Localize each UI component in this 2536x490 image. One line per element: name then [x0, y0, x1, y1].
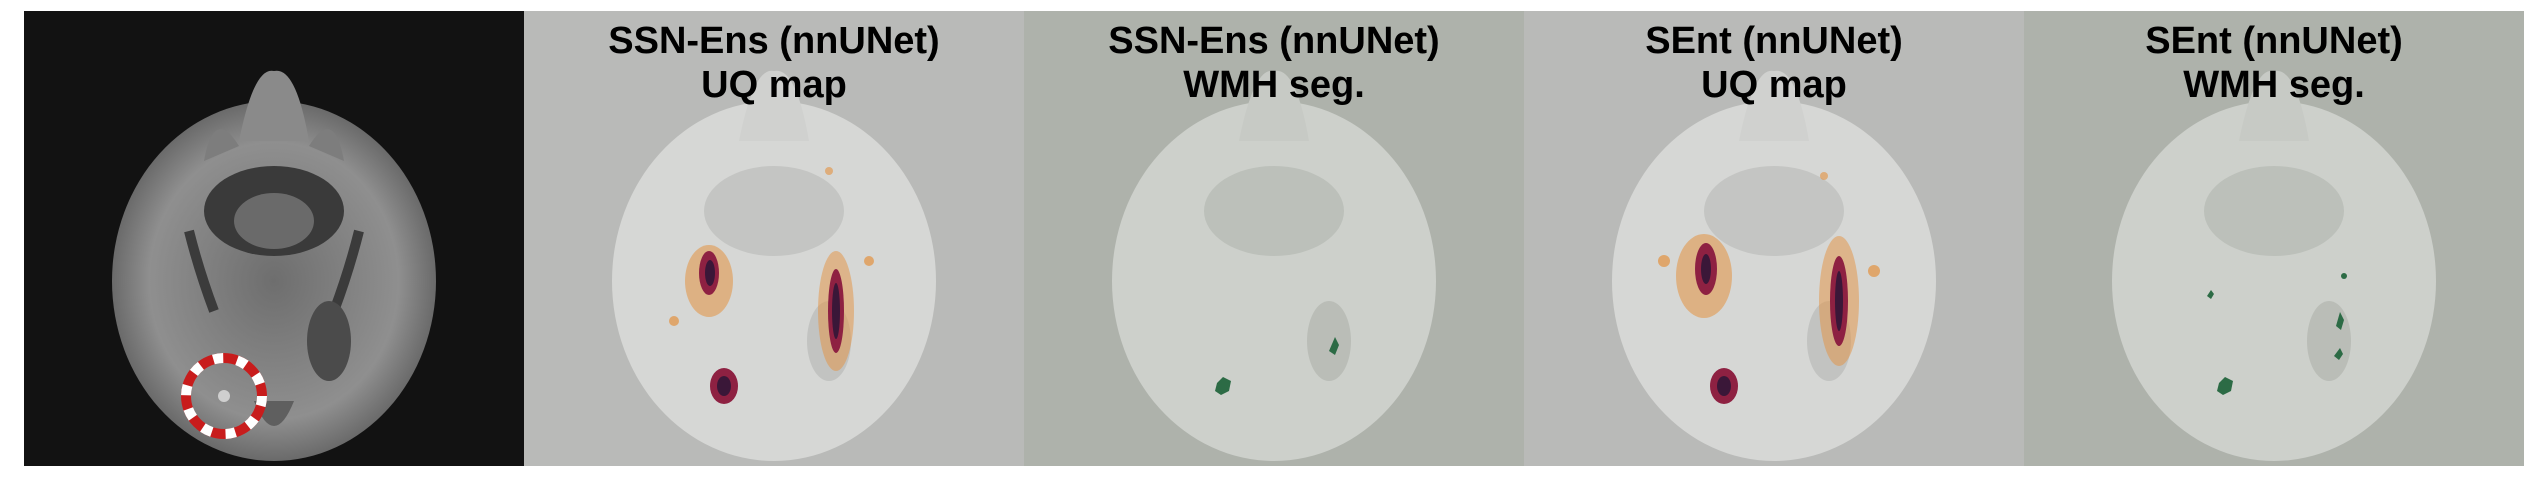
ssn-seg-panel: SSN-Ens (nnUNet) WMH seg. — [1024, 11, 1524, 466]
brain-tissue — [1112, 101, 1436, 461]
ssn-uq-panel: SSN-Ens (nnUNet) UQ map — [524, 11, 1024, 466]
panel-title: SSN-Ens (nnUNet) UQ map — [608, 20, 940, 106]
flair-brain-image — [112, 70, 436, 461]
uncertainty-overlay — [1658, 172, 1880, 404]
panel-title: SEnt (nnUNet) WMH seg. — [2145, 20, 2403, 106]
sent-uq-brain-image — [1612, 70, 1936, 461]
ssn-uq-brain-image — [612, 70, 936, 461]
uncertainty-overlay — [669, 167, 874, 404]
flair-panel — [24, 11, 524, 466]
ventricle — [307, 301, 351, 381]
wmh-segmentation-overlay — [1215, 337, 1339, 395]
sent-seg-brain-image — [2112, 70, 2436, 461]
sent-uq-panel: SEnt (nnUNet) UQ map — [1524, 11, 2024, 466]
panel-title: SSN-Ens (nnUNet) WMH seg. — [1108, 20, 1440, 106]
brain-tissue — [2112, 101, 2436, 461]
frontal-lobe — [239, 70, 309, 141]
brain-tissue — [1612, 101, 1936, 461]
sent-seg-panel: SEnt (nnUNet) WMH seg. — [2024, 11, 2524, 466]
ssn-seg-brain-image — [1112, 70, 1436, 461]
wmh-segmentation-overlay — [2207, 273, 2347, 395]
panel-title: SEnt (nnUNet) UQ map — [1645, 20, 1903, 106]
brain-tissue — [612, 101, 936, 461]
